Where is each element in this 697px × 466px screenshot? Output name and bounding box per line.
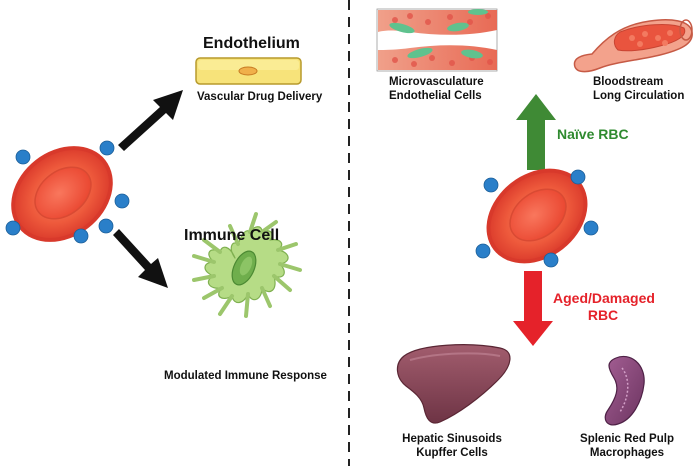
immune-cell-icon [192,212,302,318]
right-rbc-ligands [475,169,599,268]
left-rbc [11,146,113,242]
aged-rbc-label-line2: RBC [587,306,619,323]
endothelium-caption: Vascular Drug Delivery [197,91,323,103]
left-rbc-ligands [5,140,130,244]
aged-rbc-label: Aged/Damaged RBC [553,290,655,324]
endothelial-cell-icon [195,57,302,85]
spleen-label: Splenic Red Pulp Macrophages [570,433,684,461]
spleen-line2: Macrophages [589,446,665,459]
microvasculature-icon [376,8,498,72]
bloodstream-label: Bloodstream Long Circulation [593,76,684,104]
bloodstream-line2: Long Circulation [593,89,685,102]
bloodstream-line1: Bloodstream [593,76,664,88]
liver-label: Hepatic Sinusoids Kupffer Cells [393,433,511,461]
naive-rbc-arrow [516,94,556,170]
aged-rbc-label-line1: Aged/Damaged [553,290,655,306]
bloodstream-vessel-icon [573,19,693,73]
liver-icon [396,344,511,424]
endothelium-title: Endothelium [203,35,300,52]
spleen-icon [604,355,645,426]
liver-line1: Hepatic Sinusoids [402,433,502,445]
microvasculature-label: Microvasculature Endothelial Cells [389,76,484,104]
immune-cell-title: Immune Cell [184,227,280,244]
arrow-to-immune-cell [113,229,168,288]
microvasculature-line1: Microvasculature [389,76,484,88]
arrow-to-endothelium [118,90,183,151]
naive-rbc-label: Naïve RBC [557,126,629,142]
right-rbc [486,168,588,264]
immune-cell-caption: Modulated Immune Response [164,370,327,382]
spleen-line1: Splenic Red Pulp [580,433,674,445]
microvasculature-line2: Endothelial Cells [389,89,482,102]
liver-line2: Kupffer Cells [416,446,488,459]
aged-rbc-arrow [513,271,553,346]
